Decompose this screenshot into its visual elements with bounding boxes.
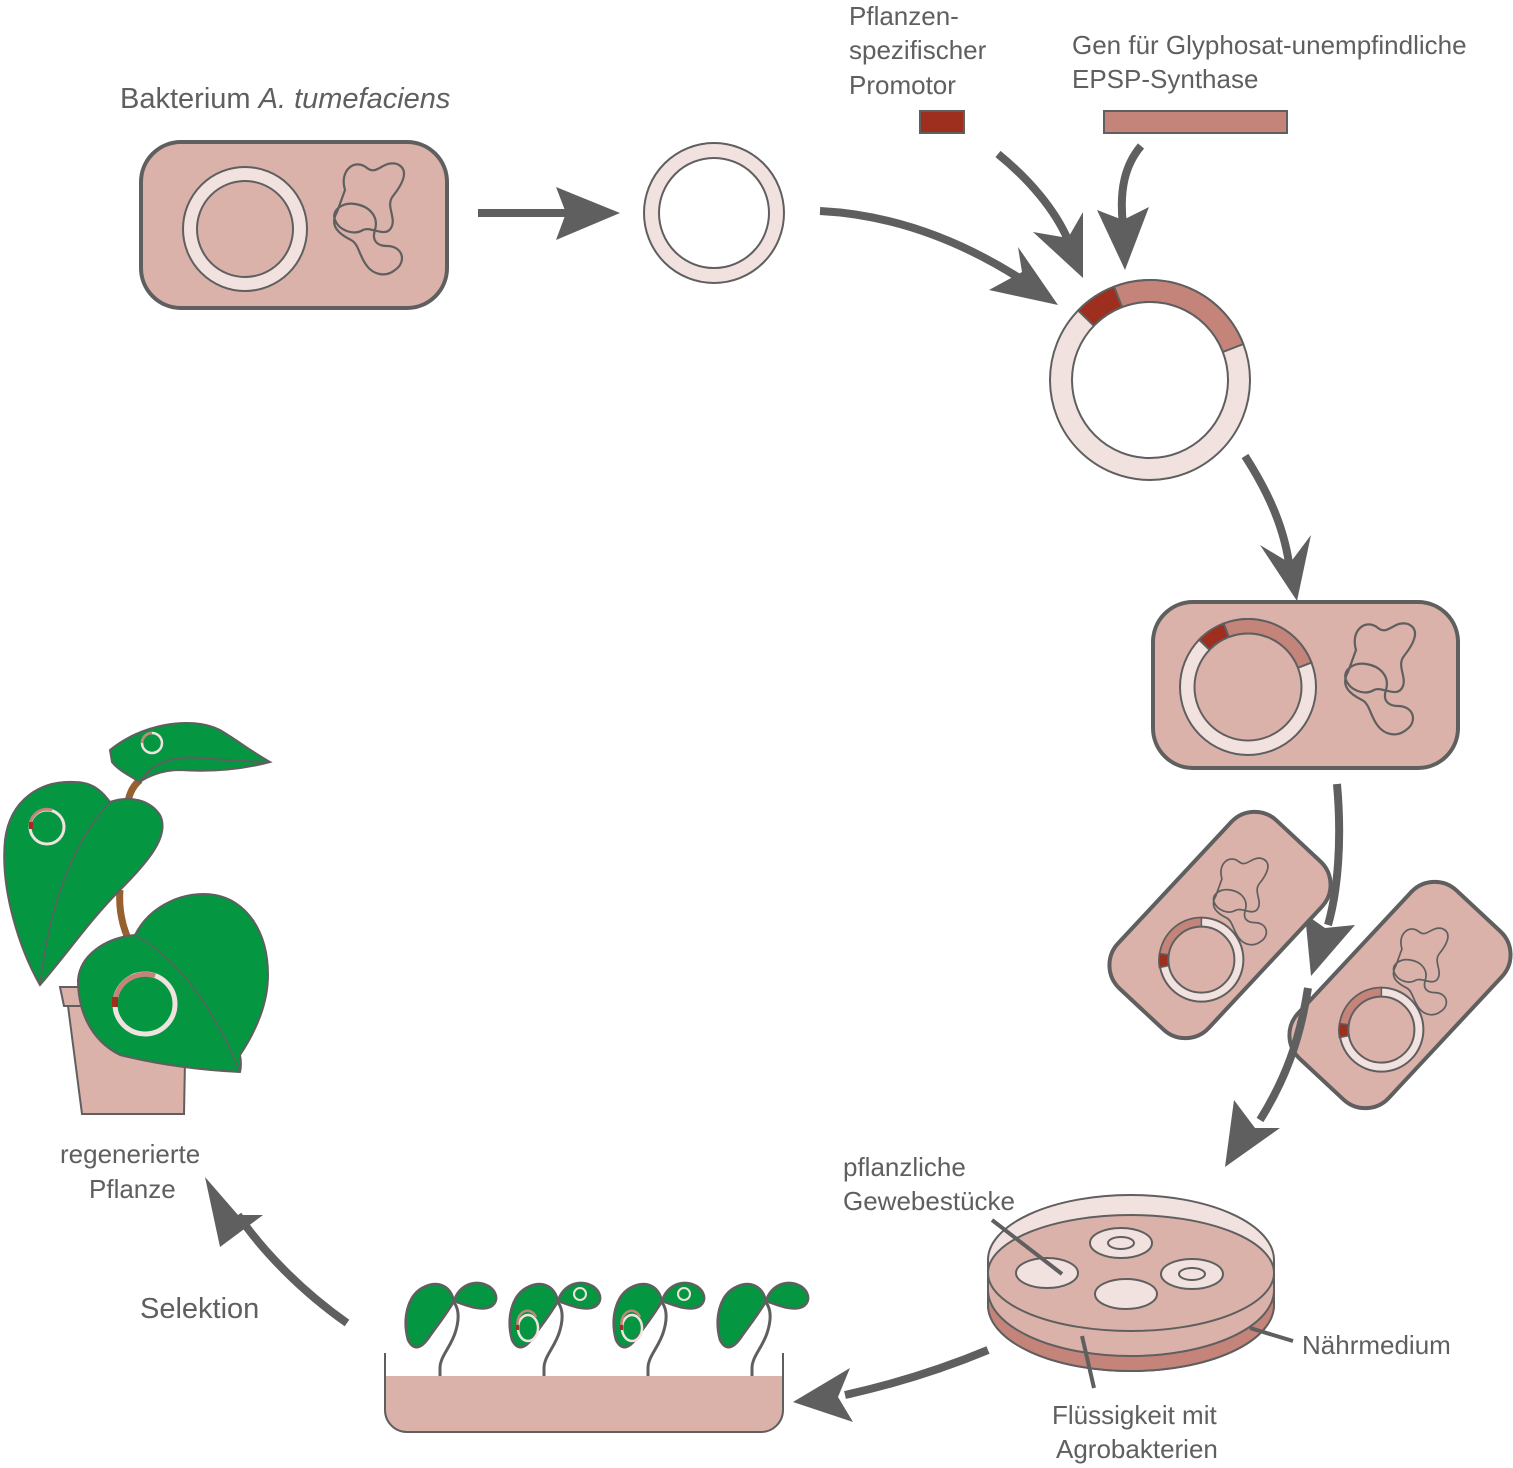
transformed-bacterium xyxy=(1151,600,1460,770)
bacterium-cell xyxy=(139,140,449,310)
selection-label: Selektion xyxy=(140,1293,259,1325)
seedling xyxy=(404,1281,498,1376)
arrow-extract-plasmid xyxy=(478,187,620,240)
tissue-label: pflanzliche Gewebestücke xyxy=(843,1152,1064,1276)
svg-text:Agrobakterien: Agrobakterien xyxy=(1056,1434,1218,1464)
gene-label: Gen für Glyphosat-unempfindliche EPSP-Sy… xyxy=(1072,30,1467,94)
seedling xyxy=(716,1281,810,1376)
daughter-bacterium-2 xyxy=(1287,879,1513,1111)
arrow-promoter-insert xyxy=(995,150,1083,278)
regenerated-plant xyxy=(3,721,273,1115)
leaf xyxy=(3,780,164,987)
promoter-label: Pflanzen- spezifischer Promotor xyxy=(849,1,987,100)
plasmid-icon xyxy=(182,166,308,292)
seedling-transformed xyxy=(508,1281,602,1376)
liquid-surface xyxy=(987,1214,1275,1332)
medium-label: Nährmedium xyxy=(1249,1326,1451,1360)
liquid-label: Flüssigkeit mit Agrobakterien xyxy=(1052,1335,1218,1464)
arrow-transform xyxy=(1241,453,1311,601)
recombinant-plasmid xyxy=(1049,279,1251,481)
isolated-plasmid xyxy=(643,142,785,284)
leaf xyxy=(108,721,273,784)
seedlings xyxy=(404,1281,810,1376)
daughter-bacterium-1 xyxy=(1107,809,1333,1041)
svg-text:Bakterium A. tumefaciens: Bakterium A. tumefaciens xyxy=(120,83,450,115)
plant-label: regenerierte Pflanze xyxy=(60,1139,200,1204)
svg-text:Pflanzen-: Pflanzen- xyxy=(849,1,959,31)
arrow-to-recombinant xyxy=(819,207,1058,305)
svg-text:EPSP-Synthase: EPSP-Synthase xyxy=(1072,64,1258,94)
gene-segment xyxy=(1103,110,1288,134)
seedling-tray xyxy=(384,1353,784,1433)
arrow-divide xyxy=(1305,783,1355,976)
arrow-selection xyxy=(205,1177,350,1327)
arrow-gene-insert xyxy=(1097,143,1149,270)
seedling-transformed xyxy=(612,1281,706,1376)
svg-text:pflanzliche: pflanzliche xyxy=(843,1152,966,1182)
tissue-pieces xyxy=(1015,1227,1224,1310)
svg-text:Promotor: Promotor xyxy=(849,70,956,100)
leaf xyxy=(76,893,270,1074)
arrow-to-seedlings xyxy=(793,1346,990,1422)
svg-text:Flüssigkeit mit: Flüssigkeit mit xyxy=(1052,1400,1217,1430)
bacterium-title: Bakterium A. tumefaciens xyxy=(120,83,450,115)
svg-text:Gen für Glyphosat-unempfindlic: Gen für Glyphosat-unempfindliche xyxy=(1072,30,1467,60)
svg-text:Gewebestücke: Gewebestücke xyxy=(843,1186,1015,1216)
petri-dish xyxy=(987,1194,1275,1372)
svg-text:spezifischer: spezifischer xyxy=(849,35,987,65)
svg-text:regenerierte: regenerierte xyxy=(60,1139,200,1169)
arrow-infect xyxy=(1225,987,1312,1167)
promoter-segment xyxy=(919,110,965,134)
svg-text:Pflanze: Pflanze xyxy=(89,1174,176,1204)
svg-text:Nährmedium: Nährmedium xyxy=(1302,1330,1451,1360)
